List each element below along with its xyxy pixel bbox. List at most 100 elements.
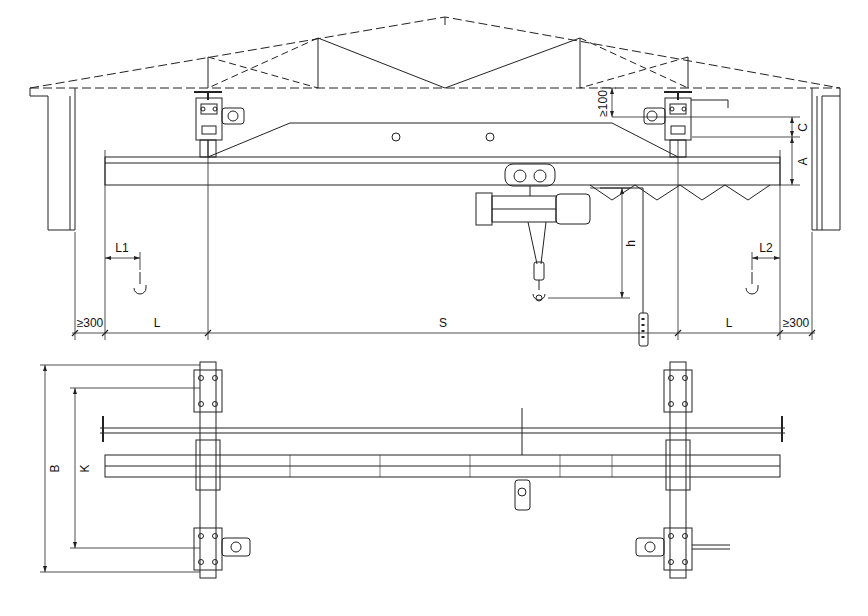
power-arm — [692, 545, 730, 549]
wire-rope — [528, 222, 546, 264]
dimension-label: L2 — [758, 242, 773, 255]
girder-flange — [105, 163, 780, 164]
bolt — [683, 534, 688, 539]
dimension-ac — [600, 88, 800, 185]
trolley-wheel — [514, 170, 526, 182]
bolt — [199, 402, 204, 407]
carriage-body — [196, 98, 222, 140]
bridge-girder — [105, 123, 780, 200]
wheel-box — [201, 104, 217, 114]
bolt — [213, 402, 218, 407]
dimension-label: ≥300 — [76, 317, 105, 330]
dimension-label: L1 — [114, 242, 129, 255]
girder-centre — [105, 466, 780, 467]
wheel-box — [670, 104, 686, 114]
stiffener — [290, 455, 612, 477]
gearbox — [476, 193, 492, 225]
bolt — [199, 376, 204, 381]
dimension-l2 — [752, 252, 780, 270]
pendant — [639, 313, 648, 346]
roof-truss — [30, 17, 840, 230]
arrowhead — [43, 365, 77, 572]
bolt — [683, 376, 688, 381]
drum-line — [492, 209, 556, 210]
dimension-label: A — [796, 156, 809, 166]
bolt — [669, 402, 674, 407]
eave — [822, 88, 840, 96]
column — [48, 88, 75, 230]
roof-line — [30, 17, 840, 88]
hole — [392, 133, 400, 141]
girder — [105, 157, 780, 185]
bolt — [669, 534, 674, 539]
hoist-motor — [518, 488, 526, 496]
bolt — [683, 402, 688, 407]
end-beam — [200, 362, 216, 578]
hanger-line — [208, 140, 209, 157]
wheel-box — [664, 370, 692, 412]
bolt — [213, 107, 217, 111]
runway-beam — [664, 92, 692, 100]
bolt — [213, 560, 218, 565]
festoon-cable — [590, 185, 770, 200]
plan-view — [40, 362, 785, 578]
wheel-box — [194, 528, 222, 570]
arrowhead — [610, 88, 624, 298]
dimensions — [105, 88, 800, 298]
wheel-box — [671, 126, 685, 134]
motor-end — [647, 111, 657, 121]
dimension-label: h — [625, 239, 638, 248]
dimension-label: S — [438, 317, 448, 330]
dimension-b — [40, 365, 200, 572]
trolley-wheel — [534, 170, 546, 182]
trolley — [505, 164, 555, 186]
truss-post — [208, 17, 688, 88]
truss-diagonal — [208, 38, 688, 88]
hoist-drum — [492, 196, 556, 222]
hook-limit — [746, 272, 758, 294]
bolt — [682, 107, 686, 111]
bolt — [213, 376, 218, 381]
hoist-motor — [556, 194, 590, 224]
motor-end — [228, 111, 238, 121]
drive-motor — [644, 108, 665, 124]
bolt — [669, 560, 674, 565]
roof-chord — [30, 88, 840, 89]
girder-joint — [196, 440, 220, 490]
motor-end — [231, 542, 241, 552]
extension-lines — [72, 140, 815, 340]
runway-beam — [194, 92, 222, 100]
eave — [30, 88, 48, 96]
dimension-label: ≥300 — [782, 317, 811, 330]
wheel-box — [664, 528, 692, 570]
end-carriage — [194, 92, 728, 157]
drive-motor — [636, 538, 664, 556]
arrowhead — [790, 117, 794, 185]
drive-motor — [222, 108, 244, 124]
hook-limit — [134, 272, 146, 294]
rail — [100, 428, 785, 433]
wheel-box — [202, 126, 216, 134]
extension-line — [75, 140, 812, 340]
dimension-k — [70, 388, 200, 548]
bolt — [670, 107, 674, 111]
pendant-cable — [522, 408, 523, 455]
bolt — [213, 534, 218, 539]
dimension-label: ≥100 — [596, 89, 609, 118]
power-arm — [691, 100, 728, 108]
girder-joint — [666, 440, 690, 490]
hoist-plan — [515, 480, 530, 510]
truss-diagonal — [318, 38, 580, 88]
hook — [533, 280, 545, 300]
dimension-h — [548, 188, 630, 298]
bolt — [201, 107, 205, 111]
end-beam — [670, 362, 686, 578]
dimension-label: B — [48, 463, 61, 473]
carriage-body — [665, 98, 691, 140]
hook-eye — [536, 295, 542, 301]
dimension-label: L — [725, 317, 734, 330]
bolt — [199, 560, 204, 565]
dimension-label: K — [78, 463, 91, 473]
